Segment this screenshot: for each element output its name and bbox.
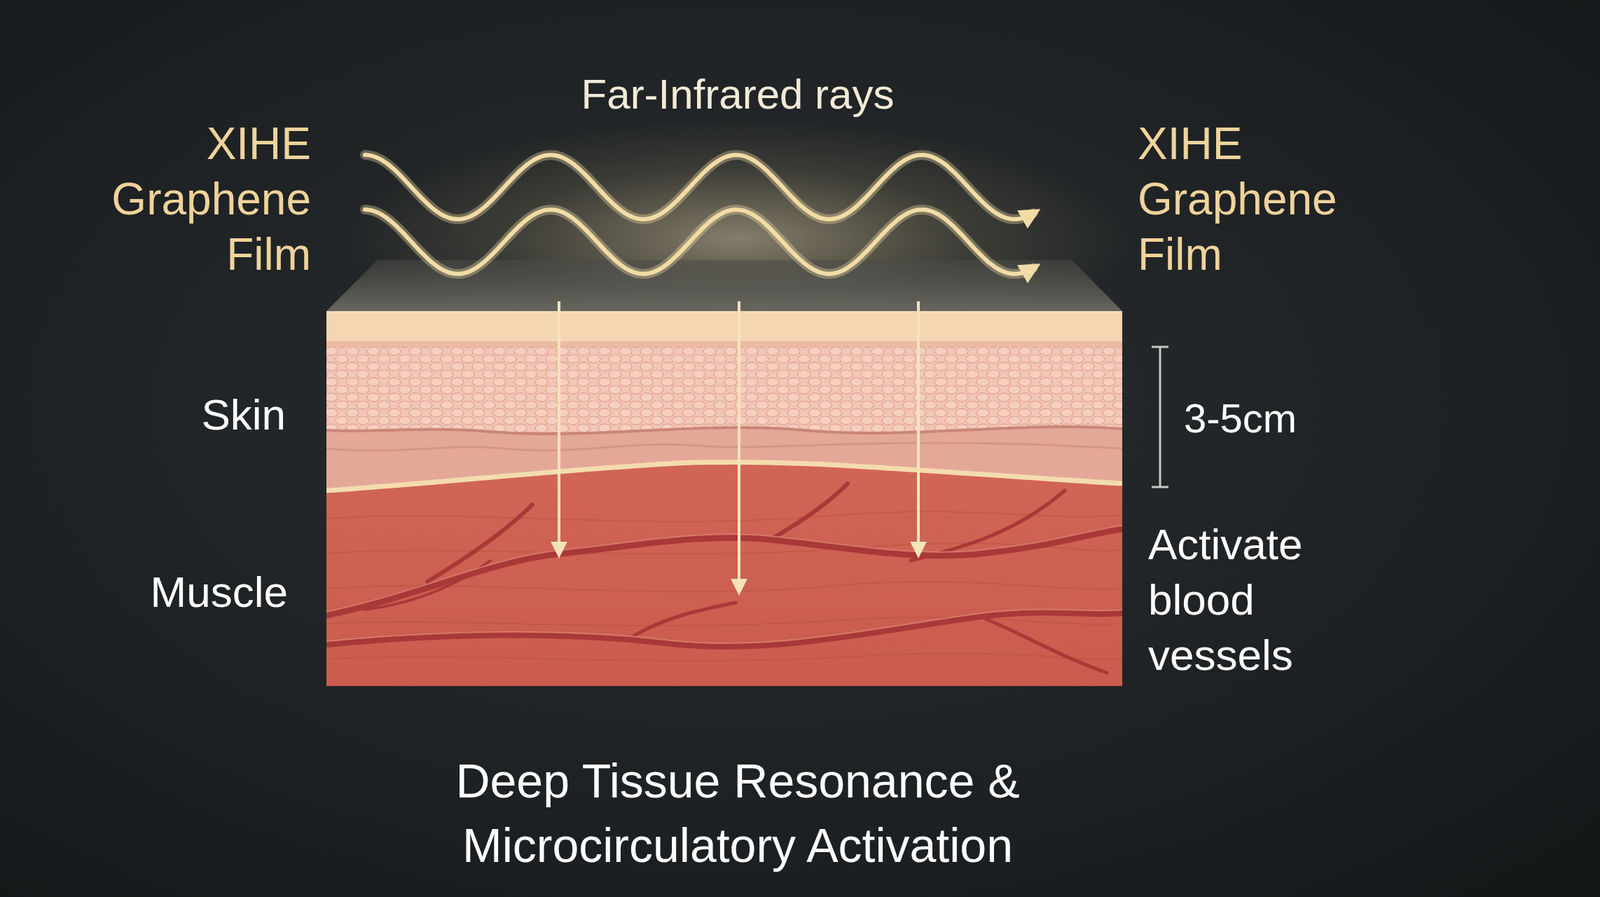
film-label: XIHE Graphene Film — [1137, 116, 1338, 283]
layer-label: Skin — [201, 389, 286, 440]
ray-label: Far-Infrared rays — [581, 70, 895, 120]
effect-label: Activate blood vessels — [1148, 516, 1303, 683]
layer-label: Muscle — [150, 566, 288, 618]
wave-glow — [364, 209, 1034, 274]
caption: Deep Tissue Resonance & Microcirculatory… — [352, 748, 1123, 878]
dimension-label: 3-5cm — [1183, 393, 1297, 443]
film-label: XIHE Graphene Film — [111, 116, 312, 283]
infrared-wave — [364, 209, 1034, 274]
